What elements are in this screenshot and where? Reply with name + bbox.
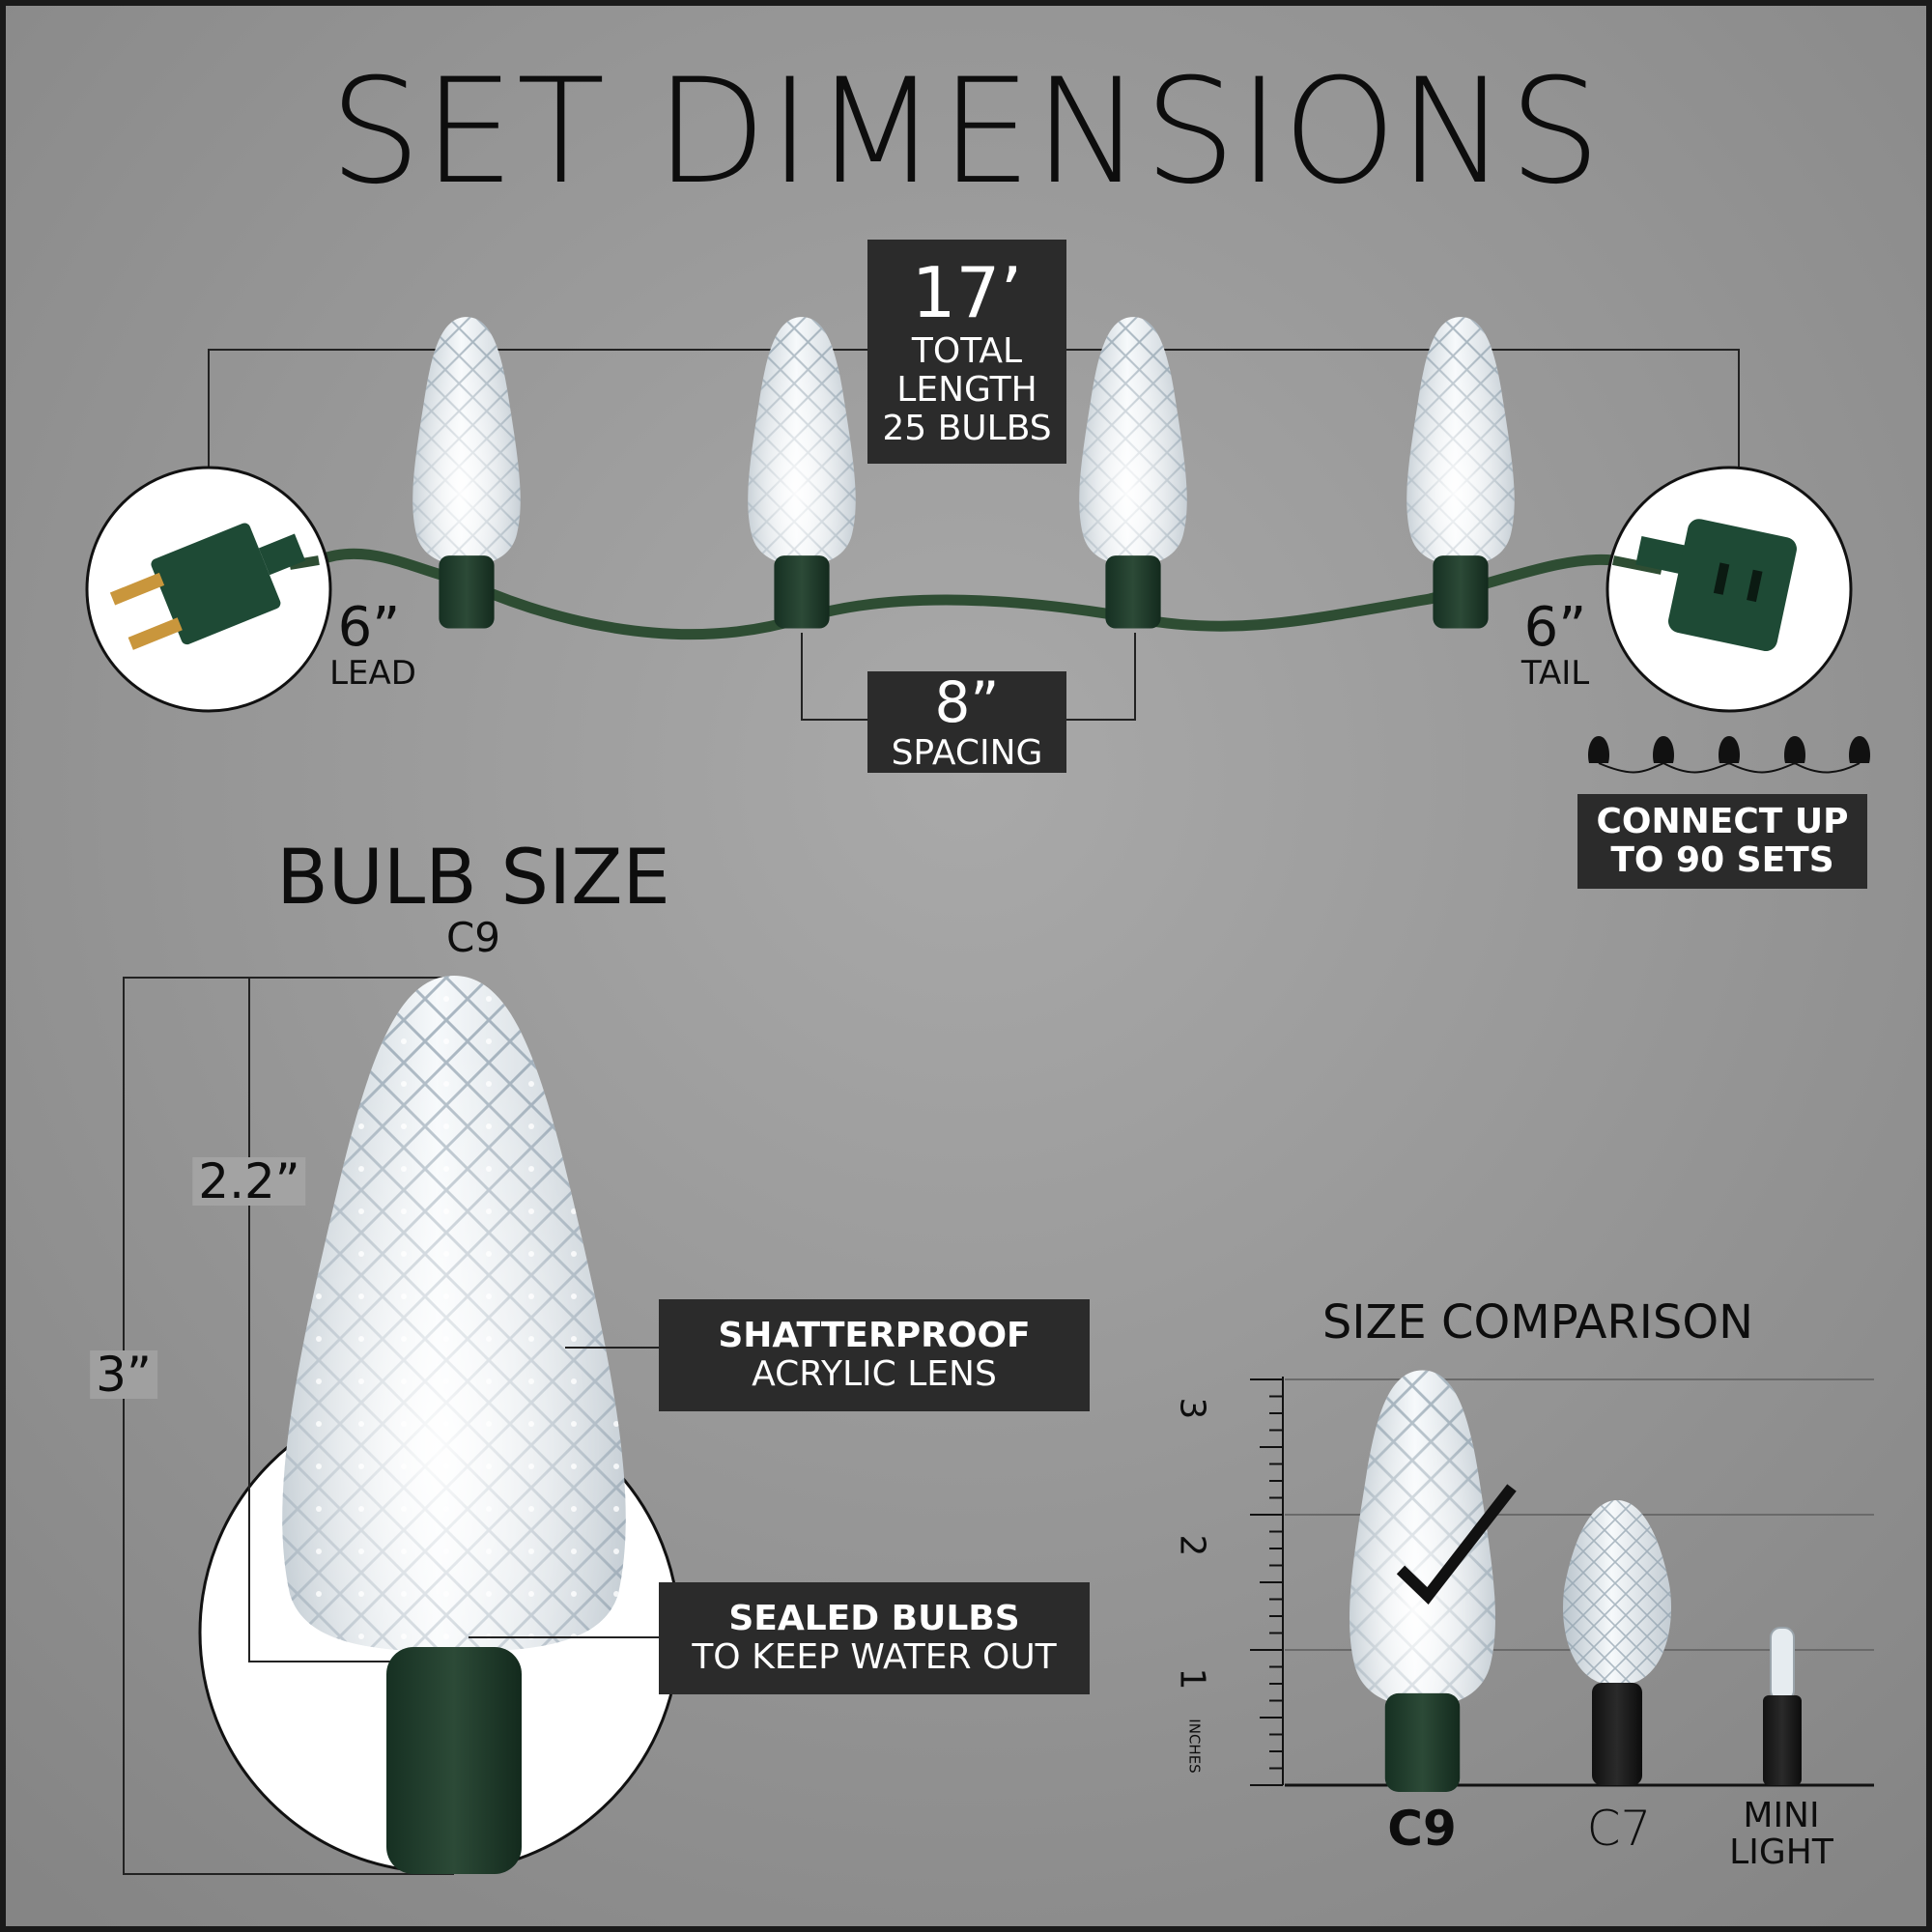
comparison-c7-bulb <box>1563 1500 1671 1785</box>
total-length-label-2: LENGTH <box>896 370 1037 411</box>
feature-leaders <box>469 1347 659 1638</box>
lens-feature-sub: ACRYLIC LENS <box>752 1354 997 1394</box>
male-plug-icon <box>85 466 332 713</box>
ruler-label-2: 2 <box>1172 1534 1212 1557</box>
sealed-feature-title: SEALED BULBS <box>728 1598 1020 1638</box>
comparison-label-mini: MINI <box>1743 1796 1820 1835</box>
total-length-value: 17’ <box>911 252 1023 334</box>
total-length-label-1: TOTAL <box>911 330 1023 371</box>
spacing-box: 8” SPACING <box>867 668 1066 773</box>
comparison-bulbs <box>1350 1370 1802 1792</box>
bulb-size-heading: BULB SIZE <box>276 835 670 922</box>
comparison-mini-bulb <box>1763 1627 1802 1785</box>
sealed-feature-box: SEALED BULBS TO KEEP WATER OUT <box>659 1582 1090 1694</box>
lens-height: 2.2” <box>192 1157 306 1206</box>
check-icon <box>1396 1484 1517 1605</box>
tail-value: 6” <box>1523 596 1587 659</box>
lead-label: LEAD <box>329 654 416 693</box>
connect-box: CONNECT UP TO 90 SETS <box>1577 794 1867 889</box>
sealed-feature-sub: TO KEEP WATER OUT <box>692 1637 1057 1677</box>
female-plug-icon <box>1605 466 1853 713</box>
spacing-bracket <box>801 633 1136 721</box>
comparison-label-c7: C7 <box>1586 1801 1652 1857</box>
total-length-bracket <box>208 349 1740 469</box>
bulb-type: C9 <box>445 914 501 961</box>
connect-line-2: TO 90 SETS <box>1610 840 1834 880</box>
spacing-label: SPACING <box>891 732 1043 773</box>
bulb-count: 25 BULBS <box>882 409 1052 449</box>
large-c9-bulb <box>282 976 626 1874</box>
spacing-value: 8” <box>934 668 1000 735</box>
lens-feature-box: SHATTERPROOF ACRYLIC LENS <box>659 1299 1090 1411</box>
bulb-dimension-lines <box>123 977 454 1875</box>
ruler-label-1: 1 <box>1172 1667 1212 1690</box>
ruler-label-3: 3 <box>1172 1397 1212 1420</box>
comparison-heading: SIZE COMPARISON <box>1321 1295 1754 1350</box>
lens-feature-title: SHATTERPROOF <box>718 1315 1031 1355</box>
lead-value: 6” <box>337 596 401 659</box>
page-title: SET DIMENSIONS <box>328 48 1604 216</box>
total-length-box: 17’ TOTAL LENGTH 25 BULBS <box>867 240 1066 464</box>
tail-label: TAIL <box>1520 654 1590 693</box>
comparison-label-c9: C9 <box>1387 1801 1457 1857</box>
total-height: 3” <box>90 1350 157 1399</box>
mini-string-icon <box>1588 736 1870 774</box>
ruler-unit: INCHES <box>1185 1719 1204 1774</box>
connect-line-1: CONNECT UP <box>1596 801 1849 841</box>
comparison-label-light: LIGHT <box>1729 1833 1833 1872</box>
